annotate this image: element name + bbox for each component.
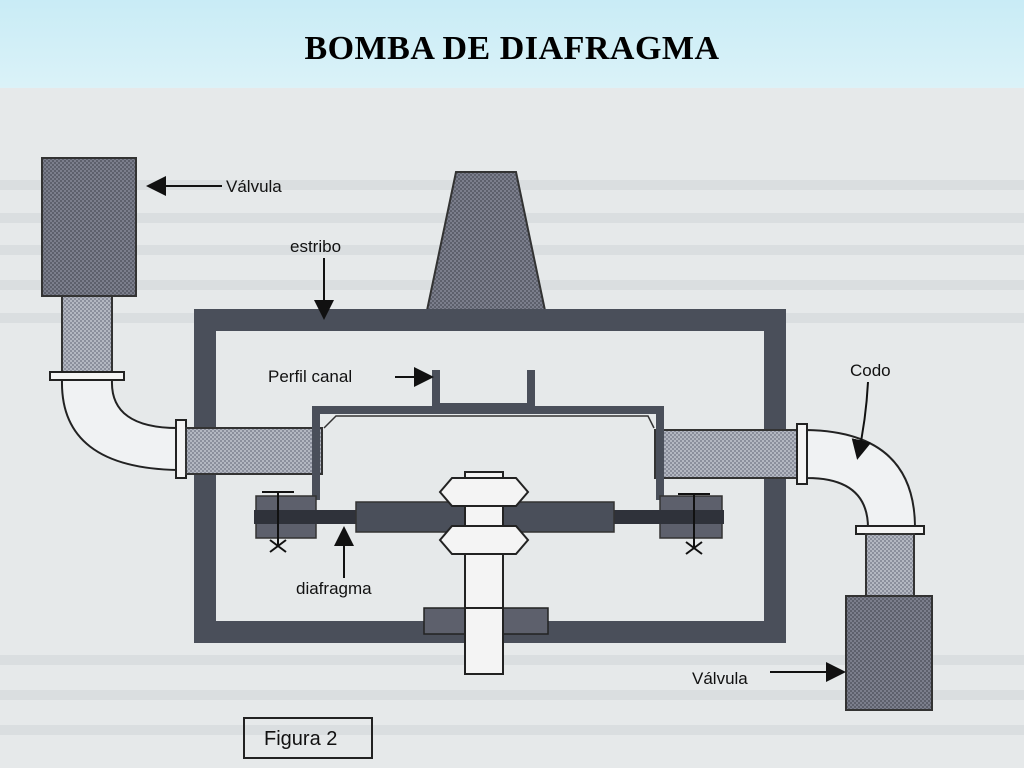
label-elbow: Codo [850, 361, 891, 380]
label-valve-bottom: Válvula [692, 669, 748, 688]
label-valve-top: Válvula [226, 177, 282, 196]
label-stirrup: estribo [290, 237, 341, 256]
arrow-elbow [851, 381, 872, 460]
caption-box [243, 717, 373, 759]
nut-upper [438, 477, 530, 507]
bolt-left [262, 491, 294, 553]
flange-right [796, 423, 808, 485]
pipe-right-vertical [865, 533, 915, 597]
shaft-lower [464, 607, 504, 675]
channel-profile-bar [432, 403, 535, 411]
label-diaphragm: diafragma [296, 579, 372, 598]
chamber-inner-line [323, 415, 655, 429]
bolt-right [678, 493, 710, 555]
pipe-right-horizontal [654, 429, 800, 479]
valve-top-left [41, 157, 137, 297]
flange-left-horizontal [175, 419, 187, 479]
channel-profile-tab-right [527, 370, 535, 412]
label-channel-profile: Perfil canal [268, 367, 352, 386]
pipe-left-horizontal [185, 427, 323, 475]
slide-title: BOMBA DE DIAFRAGMA [304, 30, 720, 67]
caption-text: Figura 2 [264, 728, 337, 750]
elbow-left [60, 379, 179, 472]
flange-right-vertical [855, 525, 925, 535]
channel-profile-tab-left [432, 370, 440, 412]
pipe-left-vertical [61, 295, 113, 375]
flange-left [49, 371, 125, 381]
stirrup-cone [423, 171, 549, 321]
nut-lower [438, 525, 530, 555]
valve-bottom-right [845, 595, 933, 711]
